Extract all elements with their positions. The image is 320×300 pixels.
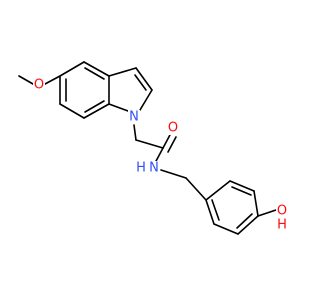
bond-nh-ch2	[160, 169, 187, 179]
bond-n1-c7a	[108, 103, 129, 112]
bond-co-nh	[154, 147, 164, 164]
bond-c7a-c7-inner	[84, 100, 105, 113]
bond-c3-c2	[135, 67, 153, 91]
bond-c7a-c7	[83, 103, 110, 119]
bond-c7-c6	[59, 103, 85, 119]
bond-c3-oh	[257, 209, 277, 217]
amide-hydrogen-label: H	[136, 161, 146, 176]
methoxy-group	[18, 75, 61, 85]
bond-ch2-ch2	[185, 177, 207, 201]
bond-ch2-c1	[205, 180, 231, 201]
bond-co-o-double	[167, 136, 177, 153]
bond-c5-c6	[205, 199, 215, 225]
bond-c3-c4-inner	[236, 213, 253, 229]
carbonyl-oxygen-label: O	[168, 121, 178, 136]
phenol-oxygen-label: O	[277, 204, 287, 219]
bond-c4-c5	[213, 223, 239, 235]
indole-benzene-ring	[59, 61, 110, 119]
molecule-canvas: O N O N H O H	[18, 61, 288, 235]
bond-c4-c3a-inner	[84, 67, 105, 80]
bond-c5-c6-inner	[211, 199, 220, 221]
atom-labels: O N O N H O H	[33, 77, 288, 233]
bond-c5-c4	[59, 61, 85, 77]
acetamide-linker	[133, 124, 207, 201]
indole-nitrogen-label: N	[129, 110, 139, 125]
methoxy-oxygen-label: O	[34, 78, 44, 93]
indole-pyrrole-ring	[108, 67, 153, 112]
bond-c3-c2-inner	[134, 74, 147, 91]
phenol-hydrogen-label: H	[277, 218, 287, 233]
phenol-ring	[205, 180, 277, 235]
bond-n1-ch2	[133, 124, 137, 141]
bond-c2-n1	[139, 89, 153, 111]
bond-o-c5	[44, 75, 61, 85]
bond-ch3-o	[18, 75, 34, 85]
bond-c3a-c3	[108, 67, 137, 77]
bond-ch2-co	[135, 139, 164, 149]
bond-c4-c3a	[83, 61, 110, 77]
bond-c3-c4	[237, 215, 259, 235]
amide-nitrogen-label: N	[149, 161, 159, 176]
bond-c2-c3	[253, 190, 259, 217]
bond-co-o	[162, 132, 172, 149]
molecule-structure: O N O N H O H	[18, 61, 288, 235]
bond-c1-c2-inner	[231, 186, 252, 196]
bond-c1-c2	[229, 180, 255, 192]
